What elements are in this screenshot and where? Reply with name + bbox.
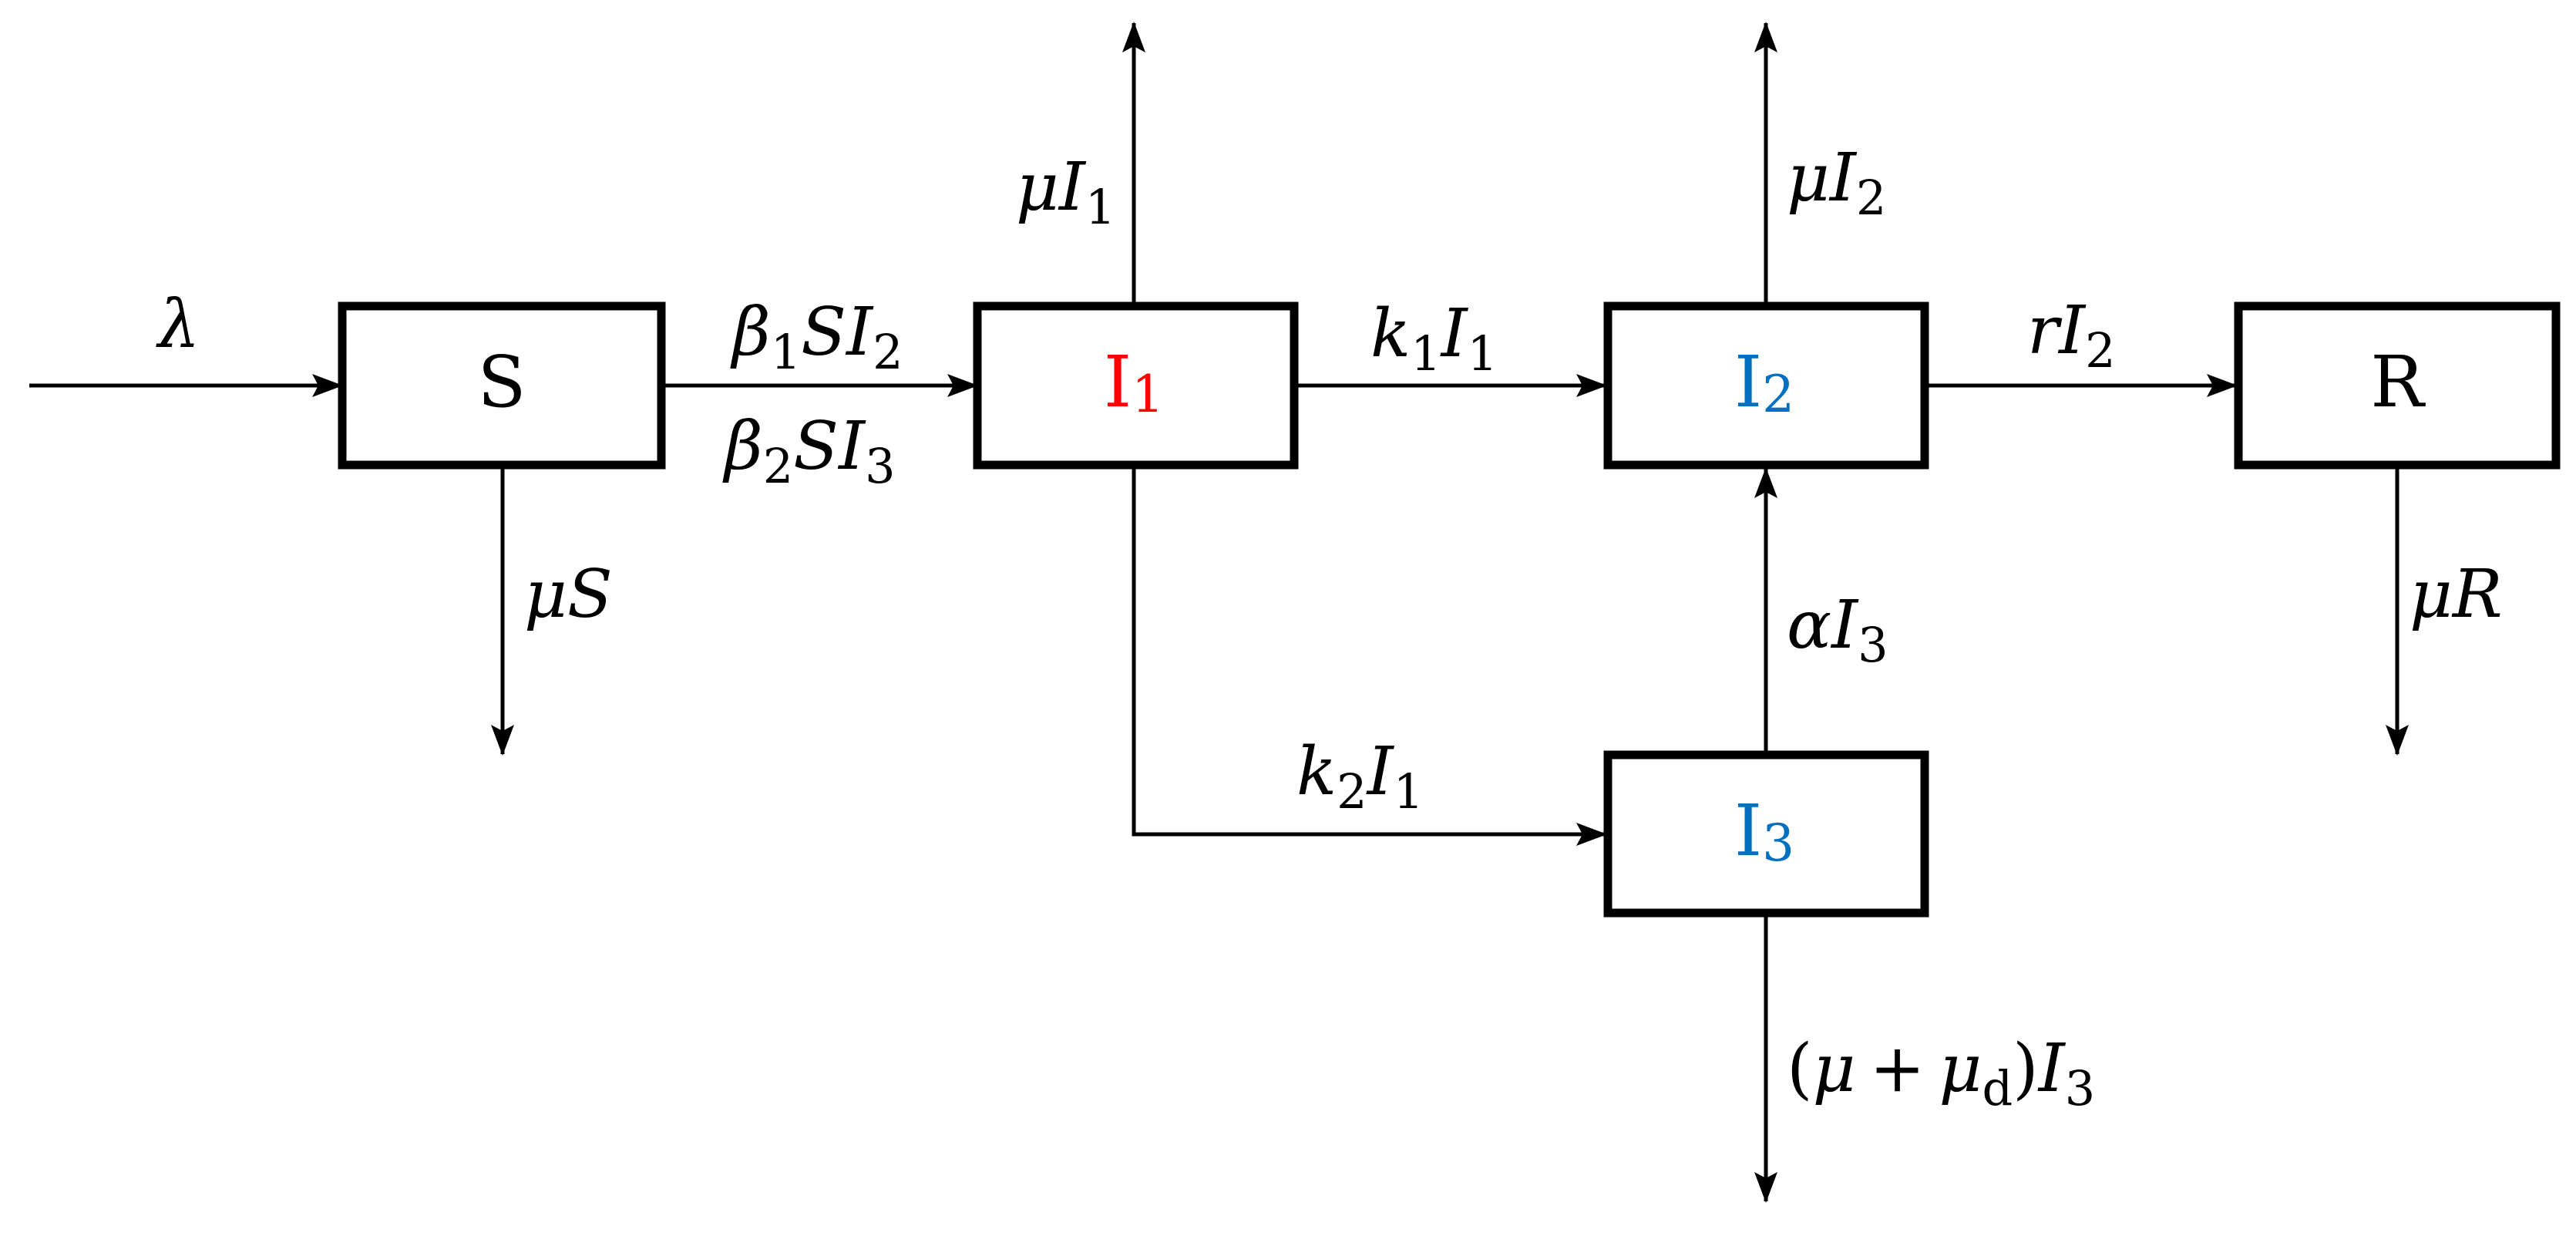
compartment-label-s: S (477, 341, 526, 423)
rate-death-s: μS (524, 556, 613, 633)
rate-death-r: μR (2410, 556, 2503, 633)
rate-recruitment: λ (156, 286, 200, 363)
rate-death-i1: μI1 (1016, 149, 1115, 235)
compartment-i2: I2 (1603, 301, 1929, 470)
compartment-r: R (2234, 301, 2561, 470)
rate-progress-k1: k1I1 (1370, 295, 1498, 382)
compartment-label-i2: I2 (1734, 341, 1794, 424)
arrow-i1-to-i3 (1132, 467, 1607, 846)
rate-death-i3: (μ+μd)I3 (1787, 1030, 2095, 1116)
compartment-label-r: R (2370, 341, 2426, 423)
compartment-label-i3: I3 (1734, 790, 1794, 873)
rate-infection-1: β1SI2 (730, 294, 903, 380)
rate-recovery: rI2 (2027, 292, 2116, 379)
rate-transfer-alpha: αI3 (1787, 587, 1888, 673)
rate-progress-k2: k2I1 (1296, 733, 1424, 820)
compartment-s: S (338, 301, 666, 470)
compartment-label-i1: I1 (1104, 341, 1164, 424)
compartment-i3: I3 (1603, 750, 1929, 918)
rate-infection-2: β2SI3 (722, 408, 896, 494)
rate-death-i2: μI2 (1787, 140, 1886, 226)
compartment-i1: I1 (973, 301, 1299, 470)
